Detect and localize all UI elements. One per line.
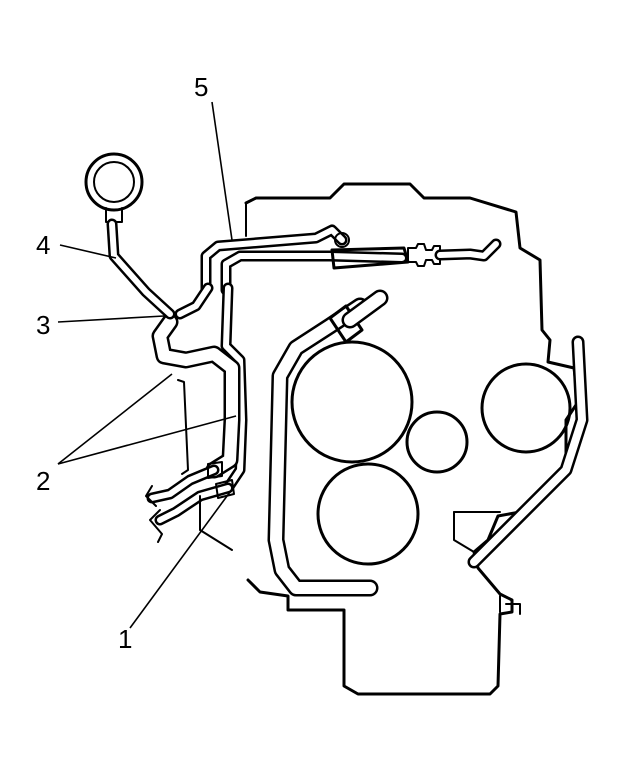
callout-1: 1 [118,624,132,654]
hose-end-cap [334,232,350,248]
leader-1 [129,491,231,629]
upper-vacuum-hose [200,224,502,296]
pcv-valve-fitting [407,243,441,267]
hose-clamp [215,479,235,499]
left-hose-bundle [145,282,248,551]
callout-4: 4 [36,230,50,260]
coolant-pipe [267,289,389,597]
hose-clamp [207,461,223,479]
leader-3 [57,315,165,323]
bore-upper-left [290,340,414,464]
bore-small [405,410,469,474]
callout-3: 3 [36,310,50,340]
bore-right [480,362,572,454]
callout-2: 2 [36,466,50,496]
callout-leaders [57,101,237,629]
leader-4 [59,244,117,259]
bore-lower [316,462,420,566]
cylinder-bores [290,340,572,566]
leader-5 [211,101,233,241]
leader-2a [57,373,173,465]
vacuum-reservoir [84,152,176,320]
pipe-clamp [328,304,364,344]
callout-5: 5 [194,72,208,102]
dipstick-tube [467,335,589,569]
leader-2b [57,415,237,465]
